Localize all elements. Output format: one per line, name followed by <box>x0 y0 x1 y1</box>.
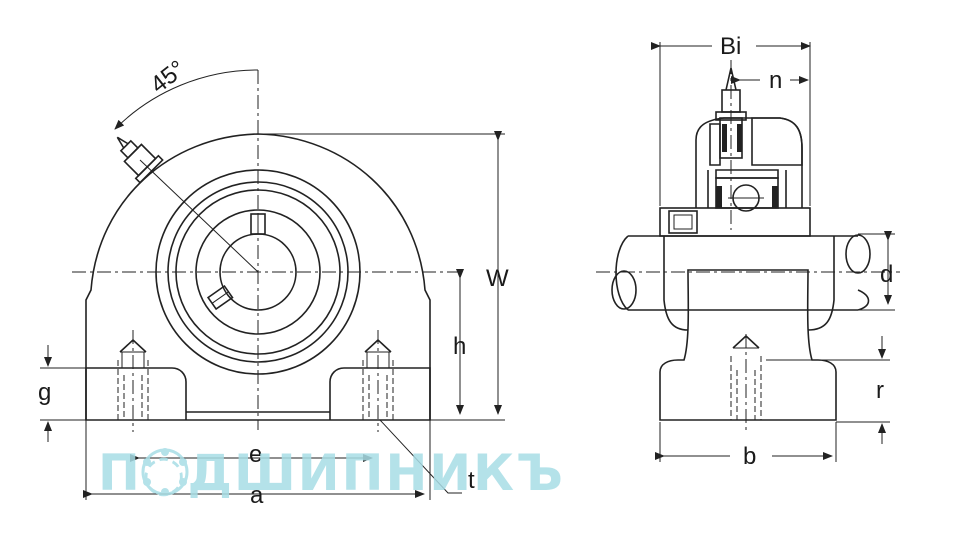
shaft <box>615 235 858 311</box>
grease-nipple-icon <box>116 136 164 184</box>
side-bolt <box>730 334 762 420</box>
angle-arc <box>114 69 259 130</box>
set-screw-side <box>206 284 234 311</box>
right-foot <box>329 367 431 420</box>
side-housing-outline <box>659 269 837 421</box>
housing-flange <box>659 207 811 237</box>
t-leader <box>379 419 462 494</box>
b-label: b <box>743 443 756 470</box>
g-label: g <box>38 379 51 406</box>
e-label: e <box>249 441 262 468</box>
t-label: t <box>468 467 475 494</box>
front-view: 45° <box>38 55 509 509</box>
watermark-logo: П◌ДШИПНИКЪ <box>98 444 563 502</box>
right-bolt <box>362 330 394 432</box>
Bi-label: Bi <box>720 33 741 60</box>
left-bolt <box>117 330 149 432</box>
side-view: Bi n d r b <box>596 33 900 470</box>
left-foot <box>85 367 187 420</box>
seal-left <box>668 210 698 234</box>
shaft-end-left <box>611 270 637 310</box>
d-label: d <box>880 261 893 288</box>
a-label: a <box>250 482 264 509</box>
h-label: h <box>453 333 466 360</box>
r-label: r <box>876 377 884 404</box>
W-label: W <box>486 265 509 292</box>
shaft-end-right <box>845 234 871 274</box>
inner-ring-side <box>715 177 779 209</box>
angle-label: 45° <box>145 55 190 99</box>
n-label: n <box>769 67 782 94</box>
